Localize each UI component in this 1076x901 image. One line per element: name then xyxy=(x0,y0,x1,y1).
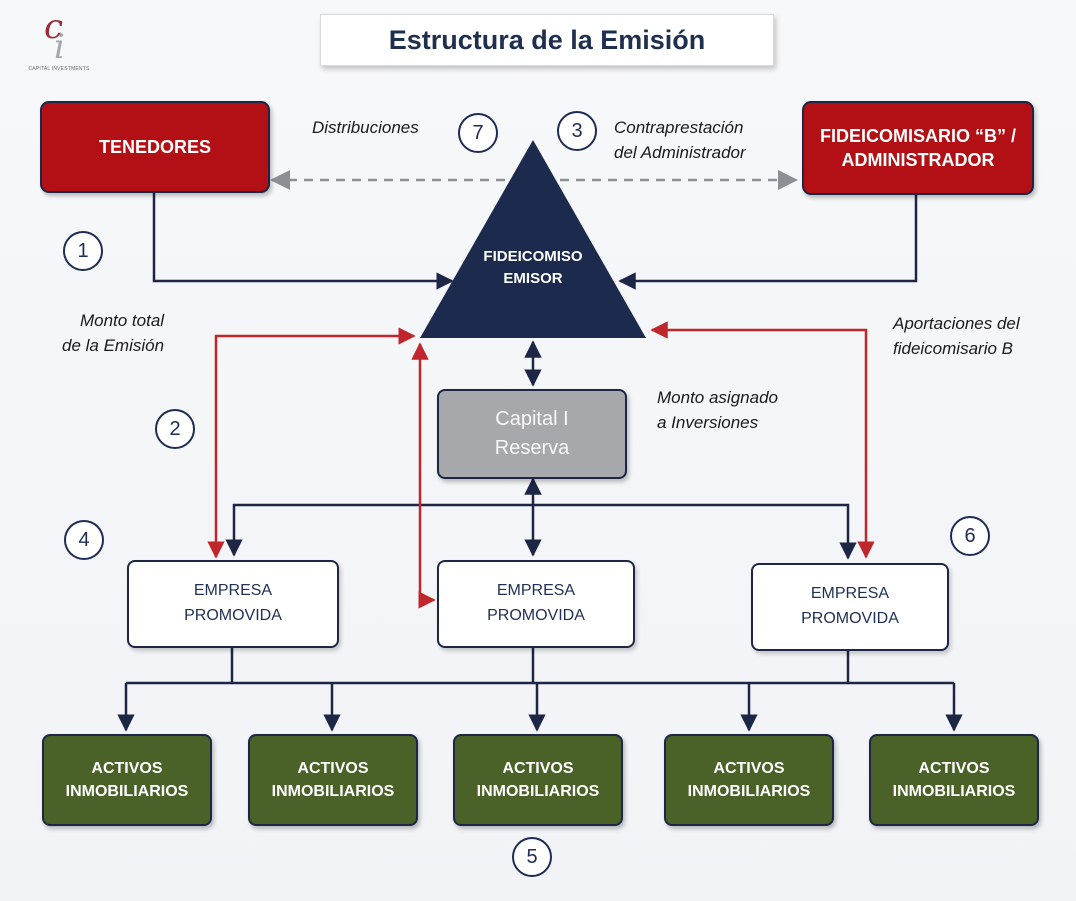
node-capital-reserva-line2: Reserva xyxy=(494,437,570,459)
label-distribuciones: Distribuciones xyxy=(312,118,419,137)
activos-2-line1: ACTIVOS xyxy=(297,759,369,777)
node-activos-2: ACTIVOS INMOBILIARIOS xyxy=(248,734,418,826)
label-contraprestacion-line1: Contraprestación xyxy=(614,118,744,137)
red-arrow-fideicomiso-empresa-left xyxy=(207,327,416,559)
logo-tagline: CAPITAL INVESTMENTS xyxy=(28,66,90,72)
activos-1-line1: ACTIVOS xyxy=(91,759,163,777)
step-2-badge: 2 xyxy=(155,409,195,449)
activos-5-line2: INMOBILIARIOS xyxy=(892,783,1016,800)
step-3-badge: 3 xyxy=(557,111,597,151)
node-empresa-promovida-center: EMPRESA PROMOVIDA xyxy=(437,560,635,648)
node-activos-5: ACTIVOS INMOBILIARIOS xyxy=(869,734,1039,826)
label-monto-asignado-line1: Monto asignado xyxy=(657,388,778,407)
step-1-badge: 1 xyxy=(63,231,103,271)
logo-letter-c: c xyxy=(44,7,64,47)
activos-2-line2: INMOBILIARIOS xyxy=(271,783,395,800)
red-arrow-fideicomiso-empresa-center xyxy=(411,342,436,609)
arrow-tenedores-to-fideicomiso xyxy=(152,191,454,290)
node-capital-reserva-line1: Capital I xyxy=(495,408,569,430)
empresa-right-line2: PROMOVIDA xyxy=(801,610,899,627)
node-fideicomiso-emisor: FIDEICOMISO EMISOR xyxy=(420,140,646,338)
node-fideicomiso-line1: FIDEICOMISO xyxy=(483,248,583,265)
empresa-left-line2: PROMOVIDA xyxy=(184,607,282,624)
company-logo: c i CAPITAL INVESTMENTS xyxy=(24,7,94,80)
step-6-badge: 6 xyxy=(950,516,990,556)
empresa-center-line1: EMPRESA xyxy=(496,582,576,600)
label-aportaciones-line2: fideicomisario B xyxy=(893,338,1013,358)
step-5-badge: 5 xyxy=(512,837,552,877)
activos-3-line1: ACTIVOS xyxy=(502,759,574,777)
arrow-bus-to-empresa-right xyxy=(533,503,857,560)
label-monto-total-line2: de la Emisión xyxy=(62,335,165,355)
node-fideicomisario-b-line2: ADMINISTRADOR xyxy=(841,150,995,170)
activos-3-line2: INMOBILIARIOS xyxy=(476,783,600,800)
activos-1-line2: INMOBILIARIOS xyxy=(65,783,189,800)
node-fideicomisario-b: FIDEICOMISARIO “B” / ADMINISTRADOR xyxy=(802,101,1034,195)
empresa-center-line2: PROMOVIDA xyxy=(487,607,585,624)
node-fideicomiso-line2: EMISOR xyxy=(503,269,563,287)
node-activos-4: ACTIVOS INMOBILIARIOS xyxy=(664,734,834,826)
arrow-bus-to-empresa-left xyxy=(225,503,533,557)
label-monto-total: Monto total de la Emisión xyxy=(62,309,164,358)
arrow-administrador-to-fideicomiso xyxy=(618,193,918,290)
label-contraprestacion: Contraprestación del Administrador xyxy=(614,116,746,165)
node-activos-3: ACTIVOS INMOBILIARIOS xyxy=(453,734,623,826)
node-empresa-promovida-right: EMPRESA PROMOVIDA xyxy=(751,563,949,651)
logo-letter-i: i xyxy=(54,27,65,67)
step-4-badge: 4 xyxy=(64,520,104,560)
activos-5-line1: ACTIVOS xyxy=(918,759,990,777)
activos-4-line1: ACTIVOS xyxy=(713,759,785,777)
node-fideicomisario-b-line1: FIDEICOMISARIO “B” / xyxy=(819,125,1016,146)
label-contraprestacion-line2: del Administrador xyxy=(614,142,746,162)
node-activos-1: ACTIVOS INMOBILIARIOS xyxy=(42,734,212,826)
label-aportaciones: Aportaciones del fideicomisario B xyxy=(893,312,1020,361)
label-monto-asignado-line2: a Inversiones xyxy=(657,412,759,432)
step-7-badge: 7 xyxy=(458,113,498,153)
activos-4-line2: INMOBILIARIOS xyxy=(687,783,811,800)
node-tenedores: TENEDORES xyxy=(40,101,270,193)
red-arrow-fideicomiso-empresa-right xyxy=(650,321,875,559)
triangle-shape xyxy=(420,140,646,338)
empresa-left-line1: EMPRESA xyxy=(193,582,273,600)
node-tenedores-label: TENEDORES xyxy=(98,136,212,157)
label-aportaciones-line1: Aportaciones del xyxy=(893,314,1020,333)
label-monto-total-line1: Monto total xyxy=(79,311,165,330)
label-monto-asignado: Monto asignado a Inversiones xyxy=(657,386,778,435)
page-title: Estructura de la Emisión xyxy=(320,14,774,66)
empresa-right-line1: EMPRESA xyxy=(810,585,890,603)
node-empresa-promovida-left: EMPRESA PROMOVIDA xyxy=(127,560,339,648)
node-capital-reserva: Capital I Reserva xyxy=(437,389,627,479)
